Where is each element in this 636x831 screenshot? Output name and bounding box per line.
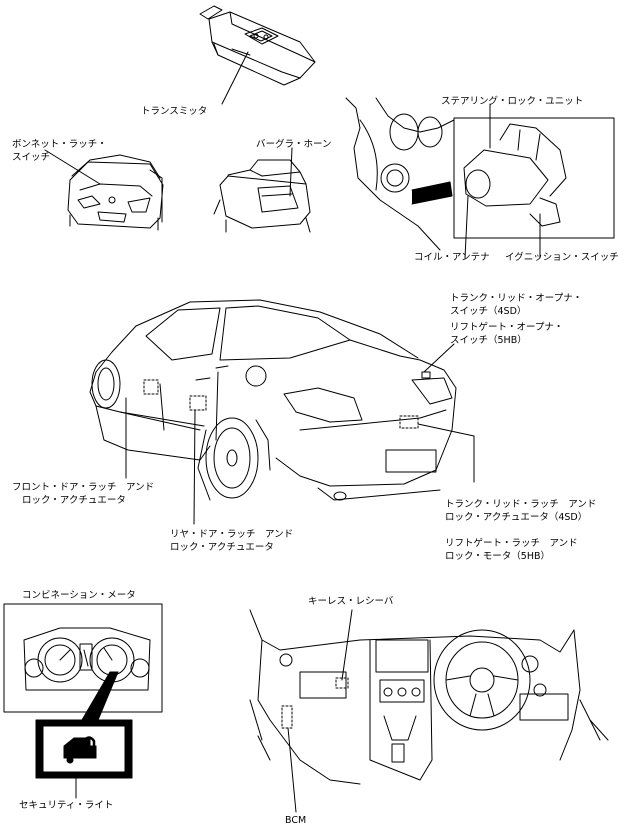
label-transmitter: トランスミッタ	[141, 106, 208, 117]
security-light-callout	[36, 720, 132, 778]
label-trunk-actuator-line1: トランク・リッド・ラッチ アンド	[445, 499, 597, 510]
transmitter-leader	[222, 52, 248, 104]
rear-door-leader	[194, 410, 195, 524]
trunk-actuator-leader	[418, 424, 474, 482]
trunk-opener-leader	[424, 344, 454, 372]
keyless-receiver-leader	[342, 610, 352, 680]
label-coil-antenna: コイル・アンテナ	[414, 252, 490, 263]
label-security-light: セキュリティ・ライト	[19, 800, 114, 811]
label-front-door-line1: フロント・ドア・ラッチ アンド	[12, 482, 155, 493]
label-burglar-horn: バーグラ・ホーン	[256, 139, 332, 150]
car-front-view	[68, 155, 163, 230]
label-liftgate-opener-line1: リフトゲート・オープナ・	[450, 322, 564, 333]
label-liftgate-motor-line1: リフトゲート・ラッチ アンド	[445, 538, 578, 549]
combination-meter-panel	[4, 604, 162, 720]
transmitter-key-fob	[200, 6, 315, 85]
burglar-horn-leader	[290, 148, 292, 196]
car-rear-open-trunk	[214, 160, 310, 232]
sedan-rear-three-quarter	[90, 300, 456, 500]
bcm-leader	[288, 728, 296, 812]
label-liftgate-motor-line2: ロック・モータ（5HB）	[445, 551, 551, 562]
label-ignition-switch: イグニッション・スイッチ	[505, 252, 619, 263]
label-steering-lock-unit: ステアリング・ロック・ユニット	[441, 96, 584, 107]
label-rear-door-line1: リヤ・ドア・ラッチ アンド	[170, 529, 294, 540]
label-trunk-opener-line2: スイッチ（4SD）	[450, 306, 527, 317]
label-combination-meter: コンビネーション・メータ	[22, 590, 136, 601]
label-liftgate-opener-line2: スイッチ（5HB）	[450, 335, 527, 346]
label-bonnet-switch-line2: スイッチ	[12, 152, 51, 163]
label-bcm: BCM	[285, 815, 307, 826]
label-keyless-receiver: キーレス・レシーバ	[308, 596, 394, 607]
label-trunk-actuator-line2: ロック・アクチュエータ（4SD）	[445, 512, 588, 523]
coil-antenna-leader	[465, 196, 468, 258]
steering-column-view	[346, 98, 614, 250]
label-front-door-line2: ロック・アクチュエータ	[22, 495, 126, 506]
bonnet-switch-leader	[45, 150, 100, 184]
label-rear-door-line2: ロック・アクチュエータ	[170, 542, 274, 553]
dashboard-view	[250, 610, 608, 784]
label-trunk-opener-line1: トランク・リッド・オープナ・	[450, 293, 583, 304]
label-bonnet-switch-line1: ボンネット・ラッチ・	[12, 139, 107, 150]
